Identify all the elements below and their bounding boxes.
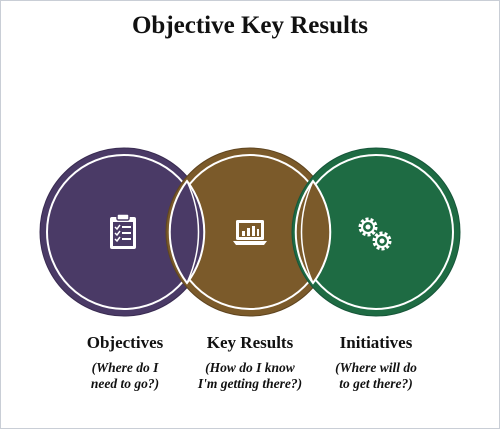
initiatives-question-line1: (Where will do (335, 360, 417, 375)
key-results-question: (How do I know I'm getting there?) (180, 360, 320, 392)
laptop-chart-icon (233, 220, 267, 245)
initiatives-circle (291, 147, 461, 317)
objectives-heading: Objectives (86, 333, 164, 352)
overlap-lens-right-inner (300, 180, 314, 284)
initiatives-heading: Initiatives (339, 333, 413, 352)
gears-icon (358, 217, 392, 251)
clipboard-checklist-icon (110, 213, 136, 249)
objectives-question-line2: need to go?) (90, 376, 160, 391)
key-results-label: Key Results (How do I know I'm getting t… (180, 333, 320, 392)
key-results-question-line1: (How do I know (205, 360, 295, 375)
initiatives-label: Initiatives (Where will do to get there?… (306, 333, 446, 392)
initiatives-question: (Where will do to get there?) (306, 360, 446, 392)
overlap-lens-left-inner (186, 180, 200, 284)
key-results-question-line2: I'm getting there?) (197, 376, 303, 391)
key-results-heading: Key Results (206, 333, 294, 352)
diagram-title: Objective Key Results (131, 12, 369, 39)
initiatives-question-line2: to get there?) (339, 376, 413, 391)
objectives-label: Objectives (Where do I need to go?) (55, 333, 195, 392)
objectives-question-line1: (Where do I (91, 360, 159, 375)
objectives-question: (Where do I need to go?) (55, 360, 195, 392)
